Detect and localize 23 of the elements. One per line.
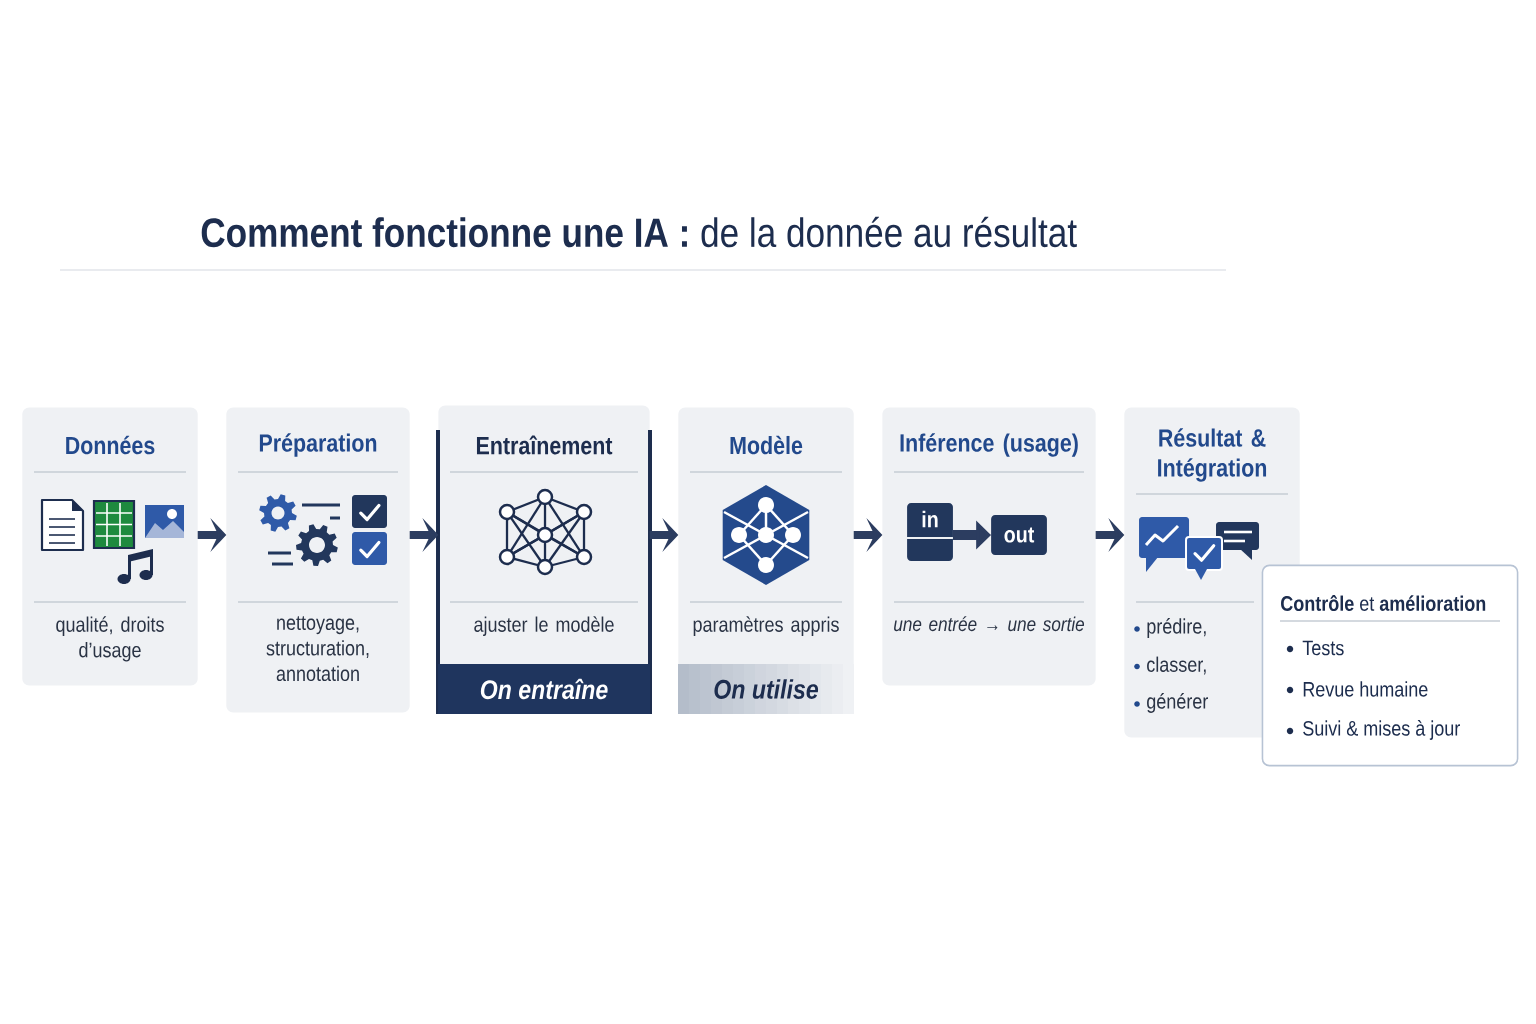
card-title: Modèle [730, 435, 803, 455]
card-title: Données [66, 435, 155, 455]
list-item: générer [1147, 693, 1208, 713]
list-item: classer, [1147, 656, 1206, 675]
card-title: Entraînement [476, 435, 613, 455]
list-item: Tests [1302, 640, 1344, 656]
panel-title: Contrôle et amélioration [1281, 595, 1486, 611]
card-text: paramètres appris [693, 616, 839, 637]
card-text: nettoyage, structuration, annotation [266, 616, 369, 682]
io-block: in [906, 503, 954, 561]
list-item: Suivi & mises à jour [1303, 720, 1460, 740]
banner-label: On utilise [714, 679, 819, 699]
list-item: prédire, [1147, 618, 1206, 638]
list-item: Revue humaine [1303, 681, 1428, 697]
diagram-title: Comment fonctionne une IA : de la donnée au résultat [201, 216, 1077, 248]
card-title: Inférence (usage) [900, 433, 1078, 457]
card-text: qualité, droits d’usage [56, 616, 164, 662]
card-text: une entrée → une sortie [894, 616, 1085, 632]
card-title: Préparation [259, 433, 377, 457]
io-block: out [991, 515, 1047, 555]
card-text: ajuster le modèle [474, 616, 614, 637]
banner-label: On entraîne [480, 678, 608, 700]
card-title: Résultat & Intégration [1158, 428, 1267, 482]
